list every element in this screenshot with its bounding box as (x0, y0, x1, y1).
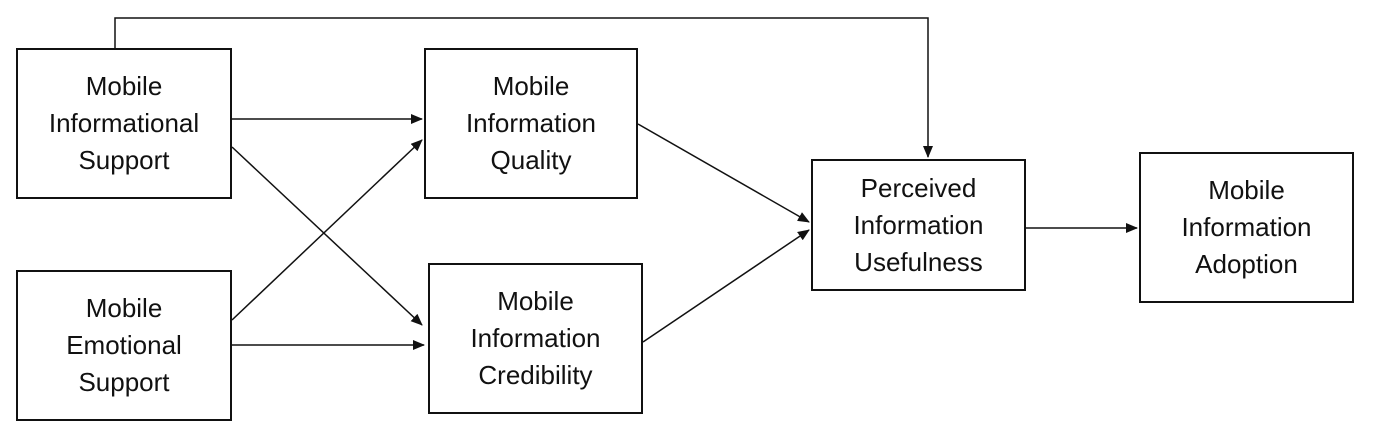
node-label-line: Quality (490, 145, 572, 175)
node-perceived-information-usefulness: Perceived Information Usefulness (811, 159, 1026, 291)
node-label-line: Adoption (1195, 249, 1298, 279)
node-label-line: Support (78, 367, 170, 397)
node-label-line: Perceived (860, 172, 977, 203)
edge-credibility-to-usefulness (642, 229, 810, 343)
node-label-line: Mobile (1208, 175, 1285, 205)
node-mobile-informational-support: Mobile Informational Support (16, 48, 232, 199)
node-label: Mobile Informational Support (49, 68, 199, 179)
node-label: Mobile Information Credibility (470, 283, 600, 394)
node-mobile-information-quality: Mobile Information Quality (424, 48, 638, 199)
node-label-line: Mobile (492, 71, 570, 101)
node-label-line: Information (853, 209, 984, 240)
node-mobile-information-adoption: Mobile Information Adoption (1139, 152, 1354, 303)
node-label: Mobile Emotional Support (66, 290, 182, 401)
node-label-line: Mobile (85, 293, 163, 323)
edge-emotional-support-to-quality (231, 139, 423, 321)
edge-informational-support-to-usefulness (114, 17, 933, 158)
node-label-line: Information (1181, 212, 1312, 242)
node-label: Mobile Information Adoption (1181, 172, 1311, 283)
node-mobile-information-credibility: Mobile Information Credibility (428, 263, 643, 414)
node-label-line: Mobile (85, 71, 163, 101)
node-label-line: Credibility (478, 360, 593, 390)
node-label-line: Information (470, 323, 601, 353)
node-label-line: Information (465, 108, 597, 138)
edge-informational-support-to-credibility (231, 146, 423, 326)
node-label-line: Emotional (66, 330, 182, 360)
node-label-line: Usefulness (854, 246, 983, 277)
node-label: Perceived Information Usefulness (853, 170, 983, 281)
node-label: Mobile Information Quality (466, 68, 596, 179)
edge-quality-to-usefulness (637, 123, 810, 223)
node-label-line: Informational (48, 108, 200, 138)
node-label-line: Support (78, 145, 170, 175)
node-mobile-emotional-support: Mobile Emotional Support (16, 270, 232, 421)
node-label-line: Mobile (497, 286, 574, 316)
